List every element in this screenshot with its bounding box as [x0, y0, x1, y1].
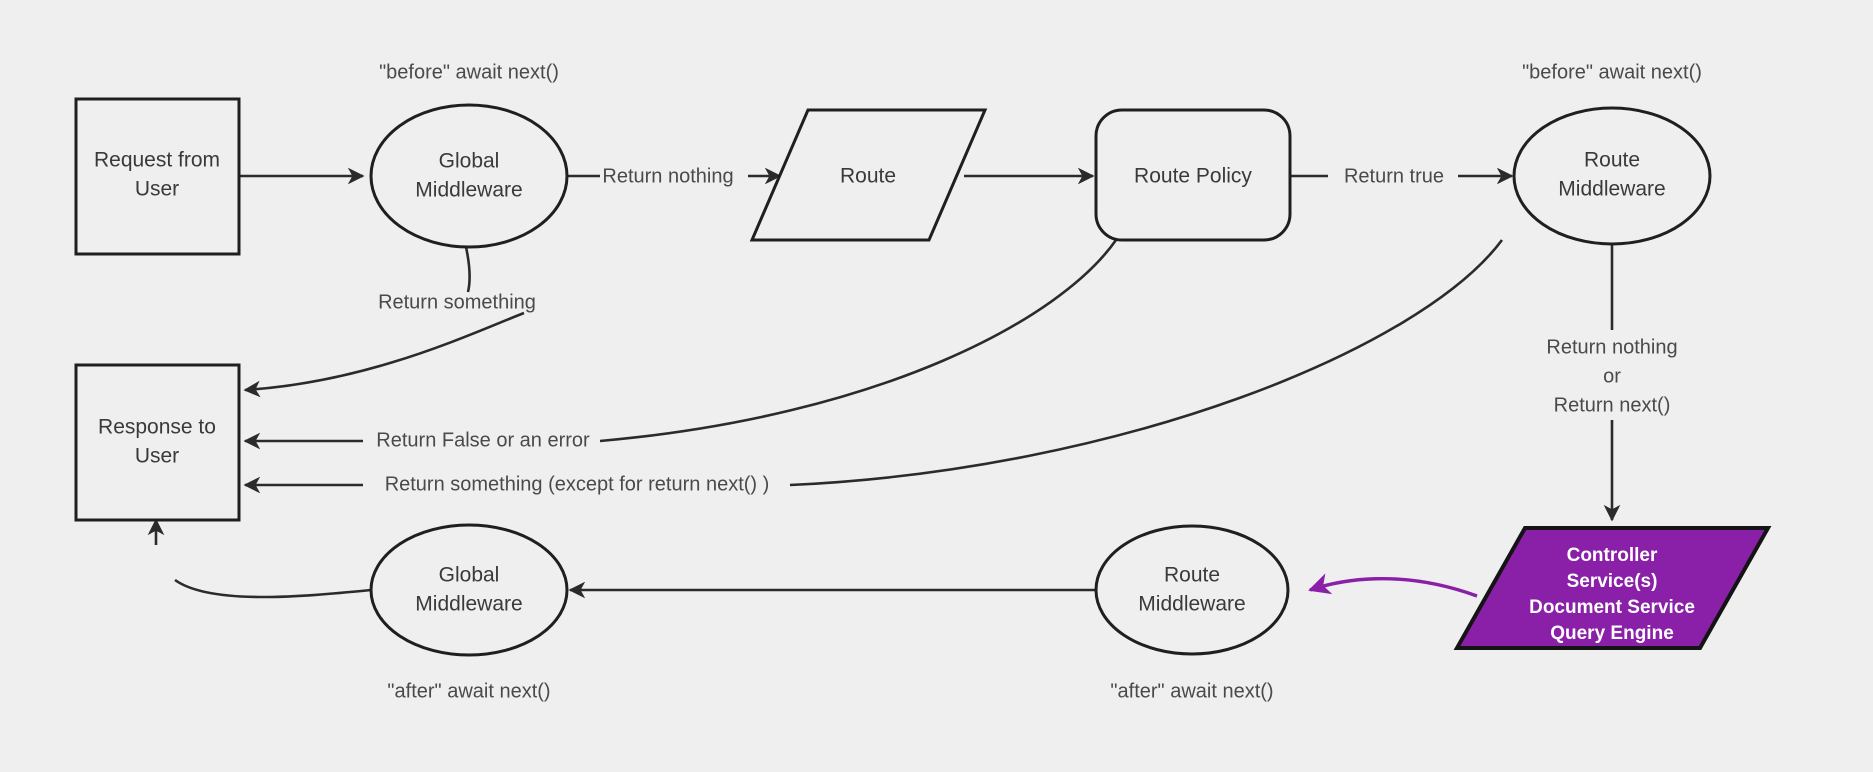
annotation-after-global-middleware: "after" await next() [387, 680, 550, 702]
node-global-middleware-before-label-line1: Global [439, 150, 500, 173]
node-request-from-user[interactable] [74, 97, 241, 256]
edge-global-middleware-to-response [243, 311, 525, 398]
annotation-before-global-middleware: "before" await next() [379, 61, 559, 83]
node-route-middleware-before[interactable] [1512, 106, 1712, 246]
edge-label-return-nothing-or-next-line2: or [1603, 365, 1621, 387]
edge-label-return-false-or-error: Return False or an error [376, 429, 590, 451]
node-request-from-user-label-line2: User [135, 178, 179, 201]
node-route-middleware-after[interactable] [1094, 524, 1290, 656]
node-route-middleware-before-label-line1: Route [1584, 149, 1640, 172]
edge-global-middleware-return-something-stub [464, 246, 471, 293]
edge-label-return-something: Return something [378, 291, 536, 313]
node-route-policy[interactable] [1094, 108, 1292, 242]
node-route-policy-label: Route Policy [1134, 165, 1252, 188]
edge-label-return-true: Return true [1344, 165, 1444, 187]
node-response-to-user-label-line2: User [135, 445, 179, 468]
node-controller-services[interactable] [1453, 526, 1772, 650]
node-route-middleware-after-label-line2: Middleware [1138, 593, 1245, 616]
node-global-middleware-after[interactable] [369, 523, 569, 657]
node-route-label: Route [840, 165, 896, 188]
edge-controller-to-route-middleware-after [1308, 573, 1478, 598]
edge-label-return-something-except-next: Return something (except for return next… [385, 473, 770, 495]
node-controller-label-line1: Controller [1567, 545, 1658, 566]
edge-global-middleware-after-curve [174, 578, 372, 599]
annotation-after-route-middleware: "after" await next() [1110, 680, 1273, 702]
node-global-middleware-before-label-line2: Middleware [415, 179, 522, 202]
node-route[interactable] [749, 108, 988, 242]
node-global-middleware-after-label-line2: Middleware [415, 593, 522, 616]
node-global-middleware-after-label-line1: Global [439, 564, 500, 587]
edge-route-policy-to-response-curve [599, 239, 1118, 443]
node-route-middleware-after-label-line1: Route [1164, 564, 1220, 587]
node-controller-label-line2: Service(s) [1567, 571, 1658, 592]
node-global-middleware-before[interactable] [369, 103, 569, 249]
node-response-to-user-label-line1: Response to [98, 416, 216, 439]
edge-label-return-nothing-or-next-line1: Return nothing [1546, 336, 1677, 358]
edge-label-return-nothing: Return nothing [602, 165, 733, 187]
node-route-middleware-before-label-line2: Middleware [1558, 178, 1665, 201]
node-request-from-user-label-line1: Request from [94, 149, 220, 172]
annotation-before-route-middleware: "before" await next() [1522, 61, 1702, 83]
node-controller-label-line4: Query Engine [1550, 623, 1674, 644]
edge-route-middleware-to-response-curve [789, 239, 1504, 487]
node-response-to-user[interactable] [74, 363, 241, 522]
edge-label-return-nothing-or-next-line3: Return next() [1554, 394, 1671, 416]
node-controller-label-line3: Document Service [1529, 597, 1695, 618]
